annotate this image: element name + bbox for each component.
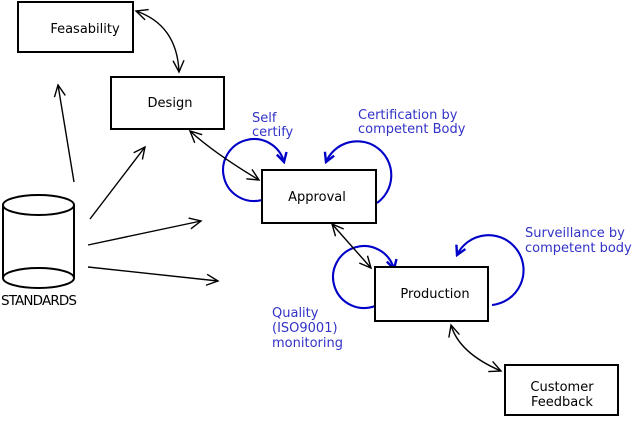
surveillance-loop-arrow bbox=[457, 234, 525, 307]
annotation-surveillance: Surveillance by competent body bbox=[525, 226, 632, 256]
annotation-self-certify-line2: certify bbox=[252, 125, 294, 140]
cylinder-sides bbox=[2, 205, 75, 278]
node-production-label: Production bbox=[400, 287, 469, 302]
edge-feasability-design bbox=[136, 11, 179, 72]
edge-standards-production bbox=[87, 266, 218, 281]
cylinder-top-ellipse bbox=[2, 194, 75, 216]
edge-approval-production bbox=[332, 224, 371, 268]
annotation-quality-line1: Quality bbox=[272, 306, 319, 321]
node-production: Production bbox=[374, 266, 489, 322]
annotation-certification-line2: competent Body bbox=[358, 122, 466, 137]
node-design-box bbox=[110, 76, 225, 130]
edge-standards-approval bbox=[87, 221, 201, 246]
annotation-quality-line2: (ISO9001) bbox=[272, 321, 338, 336]
node-customer-feedback-label-line1: Customer bbox=[530, 380, 594, 395]
annotation-quality-monitoring: Quality (ISO9001) monitoring bbox=[272, 306, 343, 351]
edge-production-customer-feedback bbox=[451, 325, 501, 371]
annotation-self-certify: Self certify bbox=[252, 111, 294, 140]
node-feasability-box bbox=[17, 1, 134, 53]
node-feasability: Feasability bbox=[17, 1, 134, 53]
node-customer-feedback-box bbox=[504, 364, 619, 416]
node-customer-feedback-label-line2: Feedback bbox=[531, 395, 593, 410]
node-approval: Approval bbox=[261, 169, 377, 224]
annotation-surveillance-line1: Surveillance by bbox=[525, 226, 625, 241]
annotation-self-certify-line1: Self bbox=[252, 111, 277, 126]
node-design-label: Design bbox=[148, 96, 193, 111]
node-production-box bbox=[374, 266, 489, 322]
edge-standards-feasability bbox=[58, 85, 75, 183]
certification-loop-arrow bbox=[326, 140, 393, 204]
edge-standards-design bbox=[89, 147, 145, 220]
standards-label: STANDARDS bbox=[1, 293, 77, 309]
node-design: Design bbox=[110, 76, 225, 130]
annotation-certification: Certification by competent Body bbox=[358, 108, 466, 137]
cylinder-bottom-ellipse bbox=[2, 267, 75, 289]
annotation-quality-line3: monitoring bbox=[272, 336, 343, 351]
node-approval-label: Approval bbox=[288, 190, 346, 205]
annotation-surveillance-line2: competent body bbox=[525, 241, 632, 256]
annotation-certification-line1: Certification by bbox=[358, 108, 458, 123]
standards-cylinder bbox=[2, 194, 75, 289]
node-feasability-label: Feasability bbox=[50, 22, 120, 37]
node-approval-box bbox=[261, 169, 377, 224]
node-customer-feedback: Customer Feedback bbox=[504, 364, 619, 416]
edge-design-approval bbox=[190, 131, 259, 180]
